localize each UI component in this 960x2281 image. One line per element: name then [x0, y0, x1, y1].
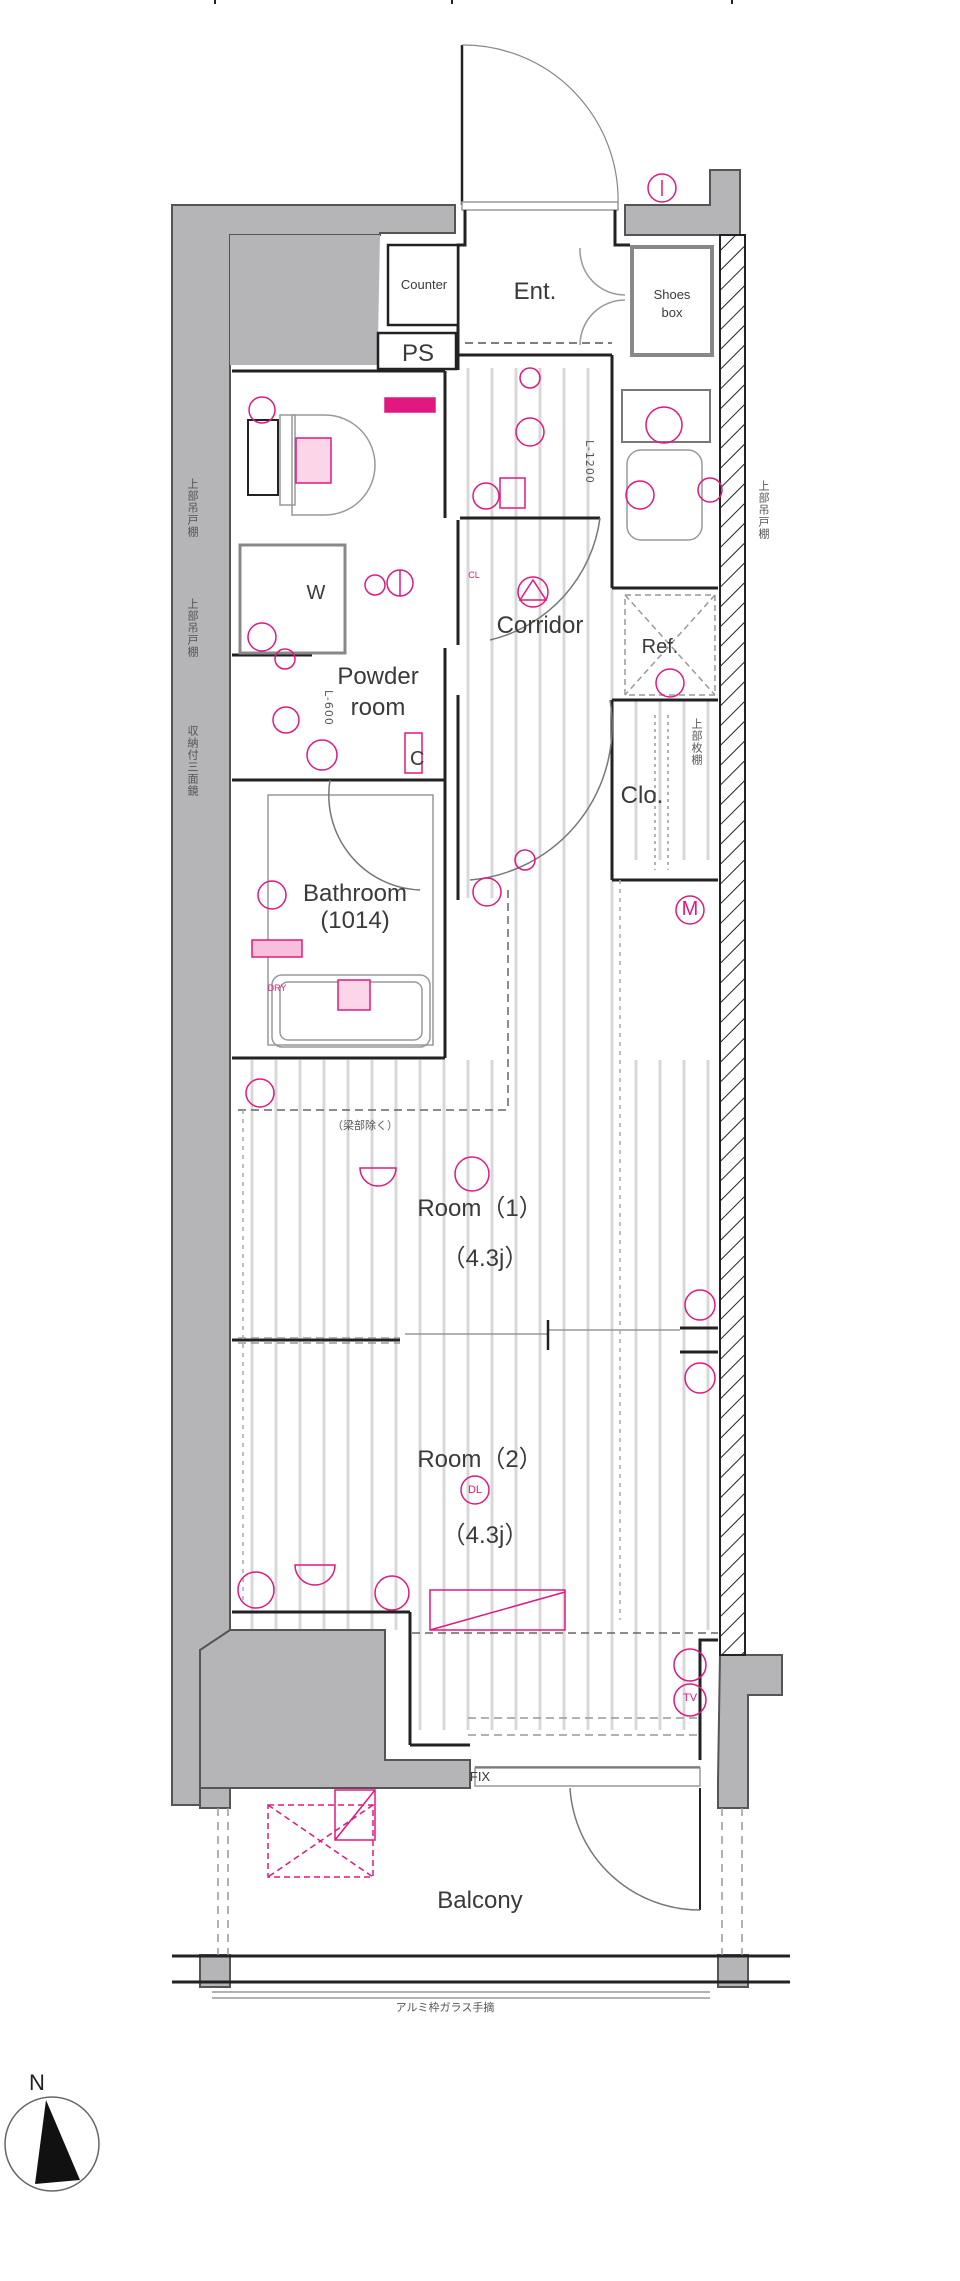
partitions	[172, 210, 790, 1984]
north-compass	[4, 2096, 100, 2192]
label-balcony: Balcony	[437, 1887, 523, 1914]
label-powder-room-1: Powder	[337, 663, 419, 690]
label-bathroom-size: (1014)	[320, 907, 390, 934]
light-lines	[212, 247, 743, 1999]
label-dry: DRY	[267, 983, 287, 993]
label-room2-area: （4.3j）	[441, 1522, 529, 1549]
label-room1-area: （4.3j）	[441, 1245, 529, 1272]
compass-north-label: N	[29, 2070, 45, 2095]
label-counter-height: L-1200	[583, 440, 596, 484]
closet-note: 上部枚棚	[690, 718, 703, 766]
exterior-wall-hatched	[719, 234, 746, 1656]
top-dimension-ticks	[214, 0, 733, 4]
label-washer: W	[306, 582, 326, 604]
label-beam-note: （梁部除く）	[332, 1120, 398, 1132]
intercom-icon	[647, 173, 677, 203]
label-room1: Room（1）	[417, 1195, 543, 1222]
label-counter: Counter	[400, 277, 448, 292]
label-cl-symbol: CL	[468, 570, 480, 580]
label-dl-symbol: DL	[467, 1484, 483, 1496]
label-fix-window: FIX	[469, 1769, 491, 1784]
meter-icon	[675, 895, 705, 925]
label-bathroom: Bathroom	[302, 880, 408, 907]
label-c-symbol: C	[410, 748, 425, 770]
label-tv-outlet: TV	[682, 1692, 698, 1704]
label-closet: Clo.	[620, 782, 664, 809]
label-refrigerator: Ref.	[641, 636, 679, 658]
wall-note-3: 収納付三面鏡	[186, 725, 199, 797]
structural-walls	[171, 169, 783, 1988]
electrical-symbols	[237, 173, 723, 1717]
label-meter: M	[681, 898, 699, 920]
tv-outlet-icon	[673, 1683, 707, 1717]
wall-note-right: 上部吊戸棚	[757, 480, 770, 540]
wall-note-1: 上部吊戸棚	[186, 478, 199, 538]
label-entrance: Ent.	[513, 278, 557, 305]
label-ps: PS	[401, 340, 434, 367]
wood-flooring	[235, 368, 720, 1730]
label-railing-note: アルミ枠ガラス手摘	[395, 2002, 495, 2014]
entrance-door[interactable]	[460, 44, 619, 211]
label-shoes-box-1: Shoes	[653, 287, 691, 302]
label-room2: Room（2）	[417, 1446, 543, 1473]
label-shoes-box-2: box	[661, 305, 683, 320]
wall-note-2: 上部吊戸棚	[186, 598, 199, 658]
label-powder-height: L-600	[322, 690, 335, 726]
label-powder-room-2: room	[350, 694, 406, 721]
label-corridor: Corridor	[496, 612, 584, 639]
